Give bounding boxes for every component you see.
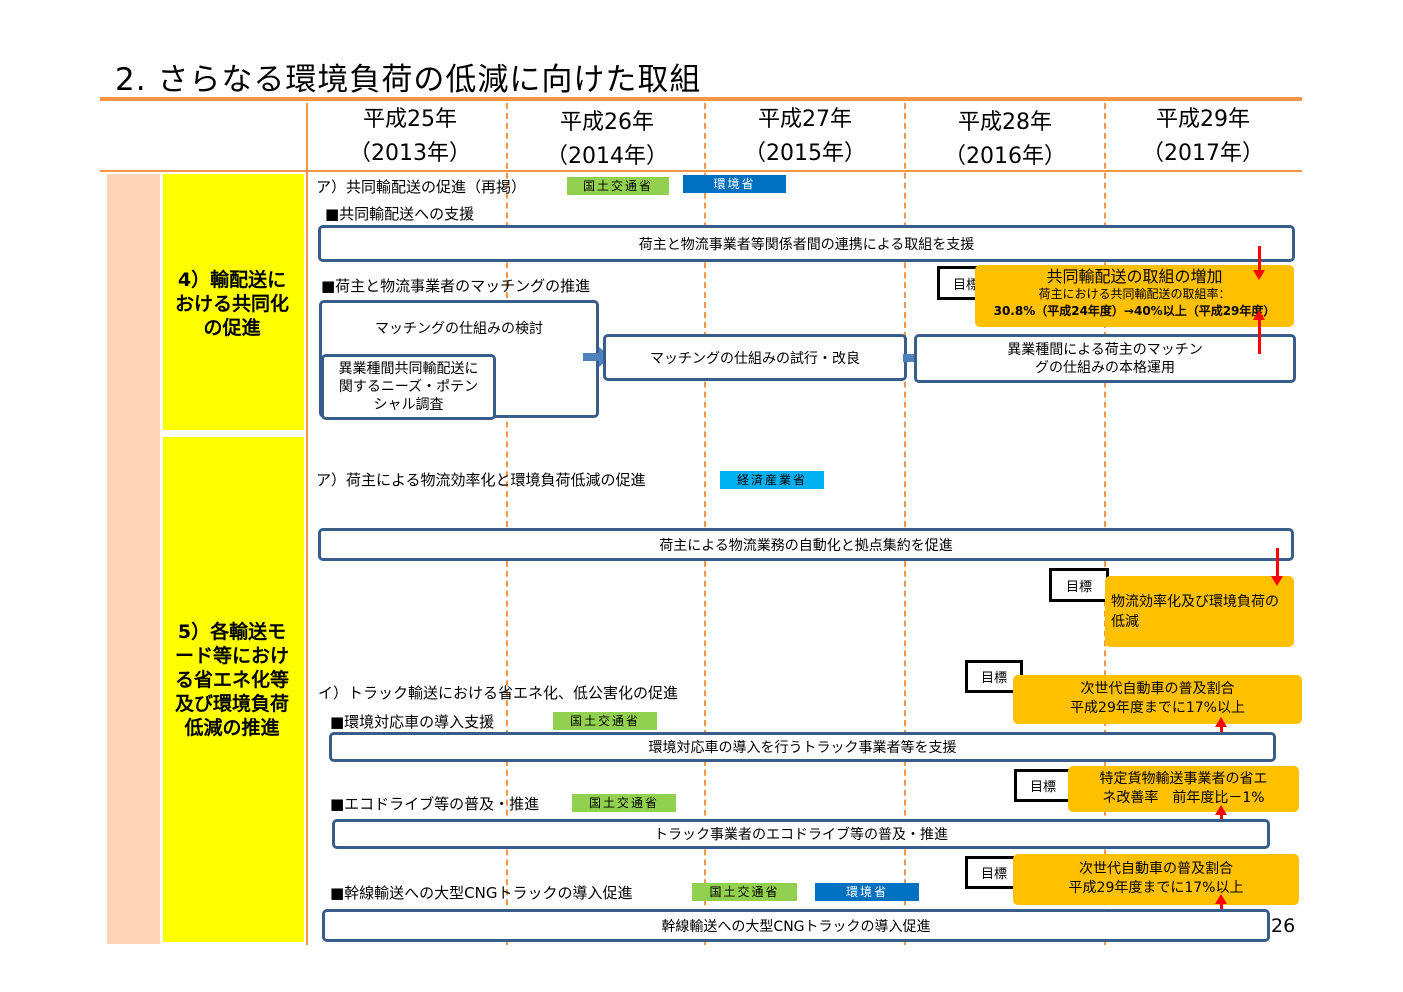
year-jp: 平成28年	[958, 110, 1052, 135]
tag-env: 環境省	[683, 175, 786, 193]
ecodrive-bar: トラック事業者のエコドライブ等の普及・推進	[332, 819, 1270, 849]
goal-a1-line2: 30.8%（平成24年度）→40%以上（平成29年度）	[993, 304, 1276, 318]
tag-mlit: 国土交通省	[692, 883, 797, 901]
section-i-heading: イ）トラック輸送における省エネ化、低公害化の促進	[318, 684, 679, 702]
tag-env: 環境省	[815, 883, 919, 901]
year-ad: （2015年）	[744, 141, 866, 166]
category-4-cell	[163, 174, 304, 430]
goal-i3-line2: 平成29年度までに17%以上	[1068, 880, 1244, 896]
grid-line-2016	[904, 103, 906, 945]
tag-mlit: 国土交通省	[567, 177, 669, 195]
category-4-label: 4）輸配送における共同化の促進	[174, 269, 289, 339]
section-a2-heading: ア）荷主による物流効率化と環境負荷低減の促進	[316, 471, 646, 489]
matching-trial-box: マッチングの仕組みの試行・改良	[603, 334, 907, 381]
matching-operate-box: 異業種間による荷主のマッチングの仕組みの本格運用	[914, 334, 1296, 383]
section-a1-heading: ア）共同輸配送の促進（再掲）	[316, 178, 527, 196]
year-ad: （2016年）	[944, 144, 1066, 169]
section-i-sub1: ■環境対応車の導入支援	[330, 713, 495, 731]
red-arrow-down-icon	[1271, 548, 1283, 586]
goal-i2-line1: 特定貨物輸送事業者の省エ	[1099, 771, 1268, 787]
cng-truck-bar: 幹線輸送への大型CNGトラックの導入促進	[322, 909, 1270, 942]
grid-line-2014	[506, 103, 508, 945]
category-5-cell	[163, 437, 304, 942]
goal-i1-box: 次世代自動車の普及割合 平成29年度までに17%以上	[1013, 675, 1302, 724]
year-ad: （2017年）	[1142, 141, 1264, 166]
goal-i2-box: 特定貨物輸送事業者の省エ ネ改善率 前年度比－1%	[1068, 766, 1299, 812]
eco-vehicle-bar: 環境対応車の導入を行うトラック事業者等を支援	[329, 732, 1276, 762]
tag-meti: 経済産業省	[720, 471, 824, 489]
year-jp: 平成26年	[560, 110, 654, 135]
category-5-label: 5）各輸送モード等における省エネ化等及び環境負荷低減の推進	[174, 621, 289, 739]
section-a1-sub1: ■共同輸配送への支援	[325, 205, 475, 223]
red-arrow-up-icon	[1253, 310, 1265, 354]
grid-line-left	[306, 103, 308, 945]
needs-survey-box: 異業種間共同輸配送に関するニーズ・ポテンシャル調査	[321, 354, 496, 420]
goal-i1-line2: 平成29年度までに17%以上	[1070, 700, 1245, 716]
year-2016: 平成28年 （2016年）	[905, 106, 1105, 174]
goal-a1-title: 共同輸配送の取組の増加	[1046, 267, 1223, 286]
grid-line-2015	[704, 103, 706, 945]
year-2014: 平成26年 （2014年）	[507, 106, 707, 174]
header-rule	[100, 170, 1302, 172]
year-header: 平成25年 （2013年） 平成26年 （2014年） 平成27年 （2015年…	[310, 103, 1302, 171]
tag-mlit: 国土交通省	[553, 712, 657, 730]
year-2015: 平成27年 （2015年）	[705, 103, 905, 171]
section-i-sub3: ■幹線輸送への大型CNGトラックの導入促進	[330, 884, 633, 902]
goal-i1-line1: 次世代自動車の普及割合	[1080, 681, 1235, 697]
goal-i3-box: 次世代自動車の普及割合 平成29年度までに17%以上	[1013, 854, 1299, 905]
goal-i2-line2: ネ改善率 前年度比－1%	[1102, 790, 1265, 806]
year-2013: 平成25年 （2013年）	[310, 103, 510, 171]
year-jp: 平成25年	[363, 107, 457, 132]
year-jp: 平成29年	[1156, 107, 1250, 132]
tag-mlit: 国土交通省	[572, 794, 676, 812]
category-side-bar	[107, 174, 160, 944]
goal-label-i2: 目標	[1014, 769, 1072, 802]
year-2017: 平成29年 （2017年）	[1103, 103, 1303, 171]
support-bar: 荷主と物流事業者等関係者間の連携による取組を支援	[318, 225, 1295, 262]
grid-line-2017	[1104, 103, 1106, 945]
goal-label-a2: 目標	[1049, 568, 1109, 602]
section-a1-sub2: ■荷主と物流事業者のマッチングの推進	[321, 277, 591, 295]
year-jp: 平成27年	[758, 107, 852, 132]
section-i-sub2: ■エコドライブ等の普及・推進	[330, 795, 540, 813]
automation-bar: 荷主による物流業務の自動化と拠点集約を促進	[318, 528, 1294, 561]
goal-a1-box: 共同輸配送の取組の増加 荷主における共同輸配送の取組率： 30.8%（平成24年…	[975, 265, 1294, 327]
year-ad: （2013年）	[349, 141, 471, 166]
page-number: 26	[1271, 915, 1296, 937]
page-title: 2. さらなる環境負荷の低減に向けた取組	[115, 62, 702, 98]
goal-a1-line1: 荷主における共同輸配送の取組率：	[1038, 287, 1231, 301]
year-ad: （2014年）	[546, 144, 668, 169]
title-rule	[100, 97, 1302, 101]
red-arrow-down-icon	[1253, 246, 1265, 280]
goal-i3-line1: 次世代自動車の普及割合	[1079, 861, 1233, 877]
goal-a2-box: 物流効率化及び環境負荷の低減	[1105, 576, 1294, 647]
